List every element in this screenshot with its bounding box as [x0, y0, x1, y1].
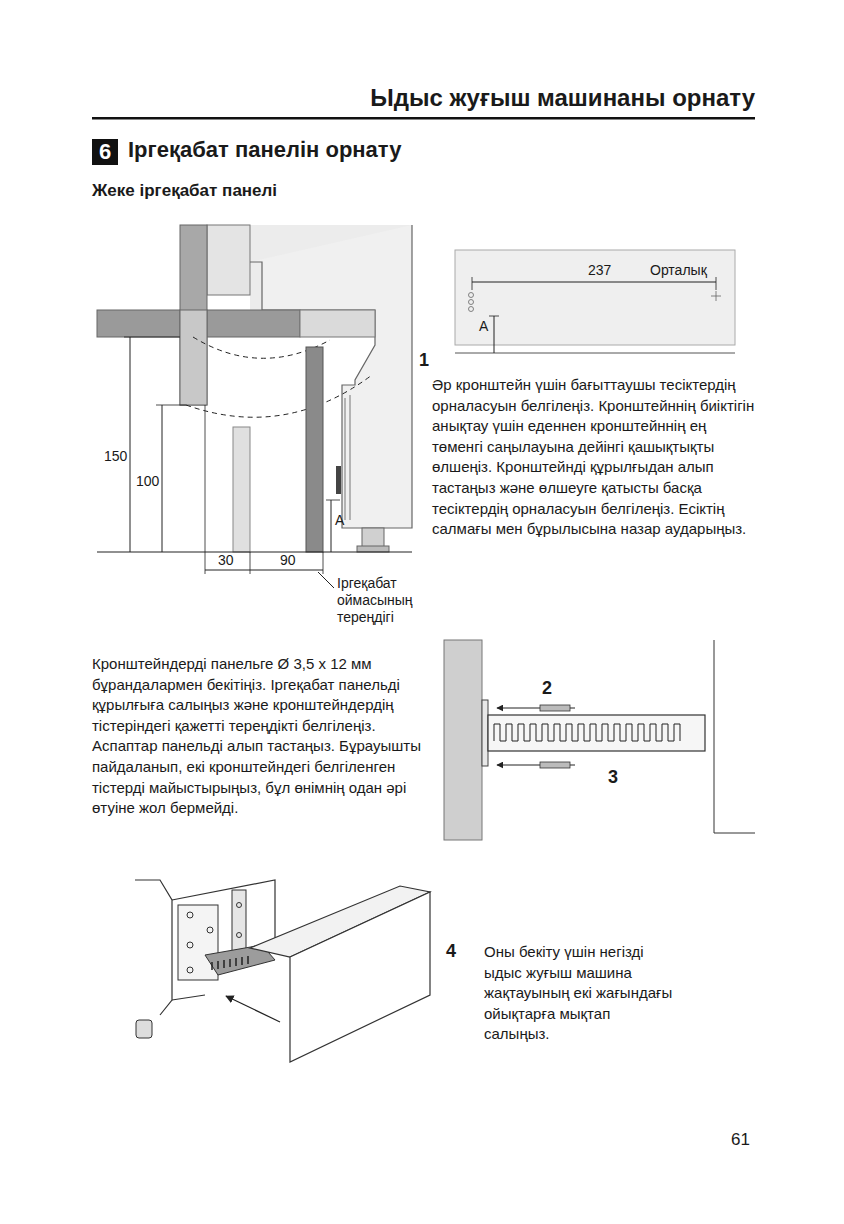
dimension-label: 90	[280, 552, 296, 569]
dimension-label: 150	[104, 448, 127, 465]
dimension-label: A	[335, 512, 344, 529]
part-label: Орталық	[650, 262, 707, 279]
part-label: Іргеқабат оймасының тереңдігі	[337, 575, 447, 626]
instruction-text: Оны бекіту үшін негізді ыдыс жуғыш машин…	[484, 942, 674, 1045]
dimension-label: 100	[136, 473, 159, 490]
callout-number: 2	[542, 677, 552, 699]
cabinet-section-figure	[97, 225, 412, 588]
header-rule	[92, 117, 755, 120]
bracket-screw-figure	[444, 640, 755, 840]
section-heading: Іргеқабат панелін орнату	[128, 137, 401, 163]
dimension-label: 30	[218, 552, 234, 569]
callout-number: 3	[608, 766, 618, 788]
instruction-text: Әр кронштейн үшін бағыттаушы тесіктердің…	[432, 375, 757, 540]
page-number: 61	[731, 1130, 750, 1150]
hole-marking-figure	[455, 250, 735, 353]
page-header: Ыдыс жуғыш машинаны орнату	[370, 84, 755, 112]
step-number: 6	[99, 141, 111, 163]
dimension-label: 237	[588, 262, 611, 279]
plinth-insertion-figure	[135, 880, 430, 1062]
instruction-text: Кронштейндерді панельге Ø 3,5 x 12 мм бұ…	[92, 654, 432, 819]
sub-heading: Жеке іргеқабат панелі	[92, 181, 277, 201]
callout-number: 4	[446, 940, 456, 962]
callout-number: 1	[419, 349, 429, 371]
dimension-label: A	[479, 318, 488, 335]
step-number-box: 6	[92, 139, 118, 165]
